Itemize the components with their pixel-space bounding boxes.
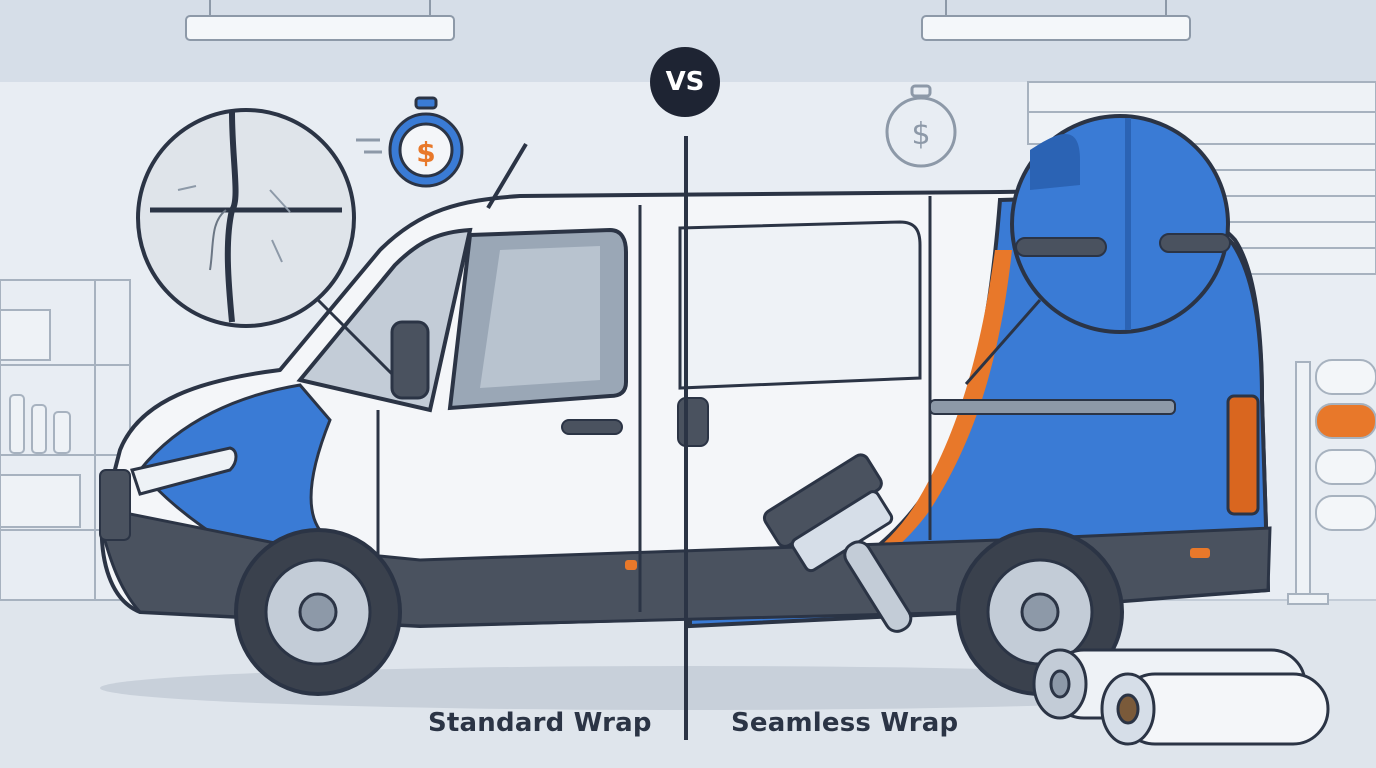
front-wheel <box>234 528 402 696</box>
standard-wrap-label: Standard Wrap <box>428 708 652 738</box>
shelving-unit <box>0 279 131 601</box>
svg-text:$: $ <box>416 136 435 169</box>
stopwatch-dollar-icon-left: $ <box>356 96 464 188</box>
ceiling-light-right <box>921 0 1191 41</box>
tail-light <box>1226 394 1260 516</box>
squeegee-tool-icon <box>762 453 913 633</box>
seam-closeup-left <box>136 108 356 328</box>
svg-text:$: $ <box>911 117 930 152</box>
vinyl-roll-rack <box>1287 359 1376 605</box>
ceiling-light-left <box>185 0 455 41</box>
door-handle-front <box>561 419 623 435</box>
side-mirror <box>390 320 430 400</box>
vs-badge: VS <box>650 47 720 117</box>
vinyl-roll-icon <box>1032 648 1330 746</box>
seamless-wrap-label: Seamless Wrap <box>731 708 959 738</box>
orange-accent-stripe <box>720 250 1012 620</box>
door-handle-slider <box>677 397 709 447</box>
seam-closeup-right <box>1010 114 1231 334</box>
headlight <box>130 446 238 496</box>
sliding-door-rail <box>929 399 1176 415</box>
grille <box>99 469 131 541</box>
stopwatch-dollar-icon-right: $ <box>885 84 957 168</box>
